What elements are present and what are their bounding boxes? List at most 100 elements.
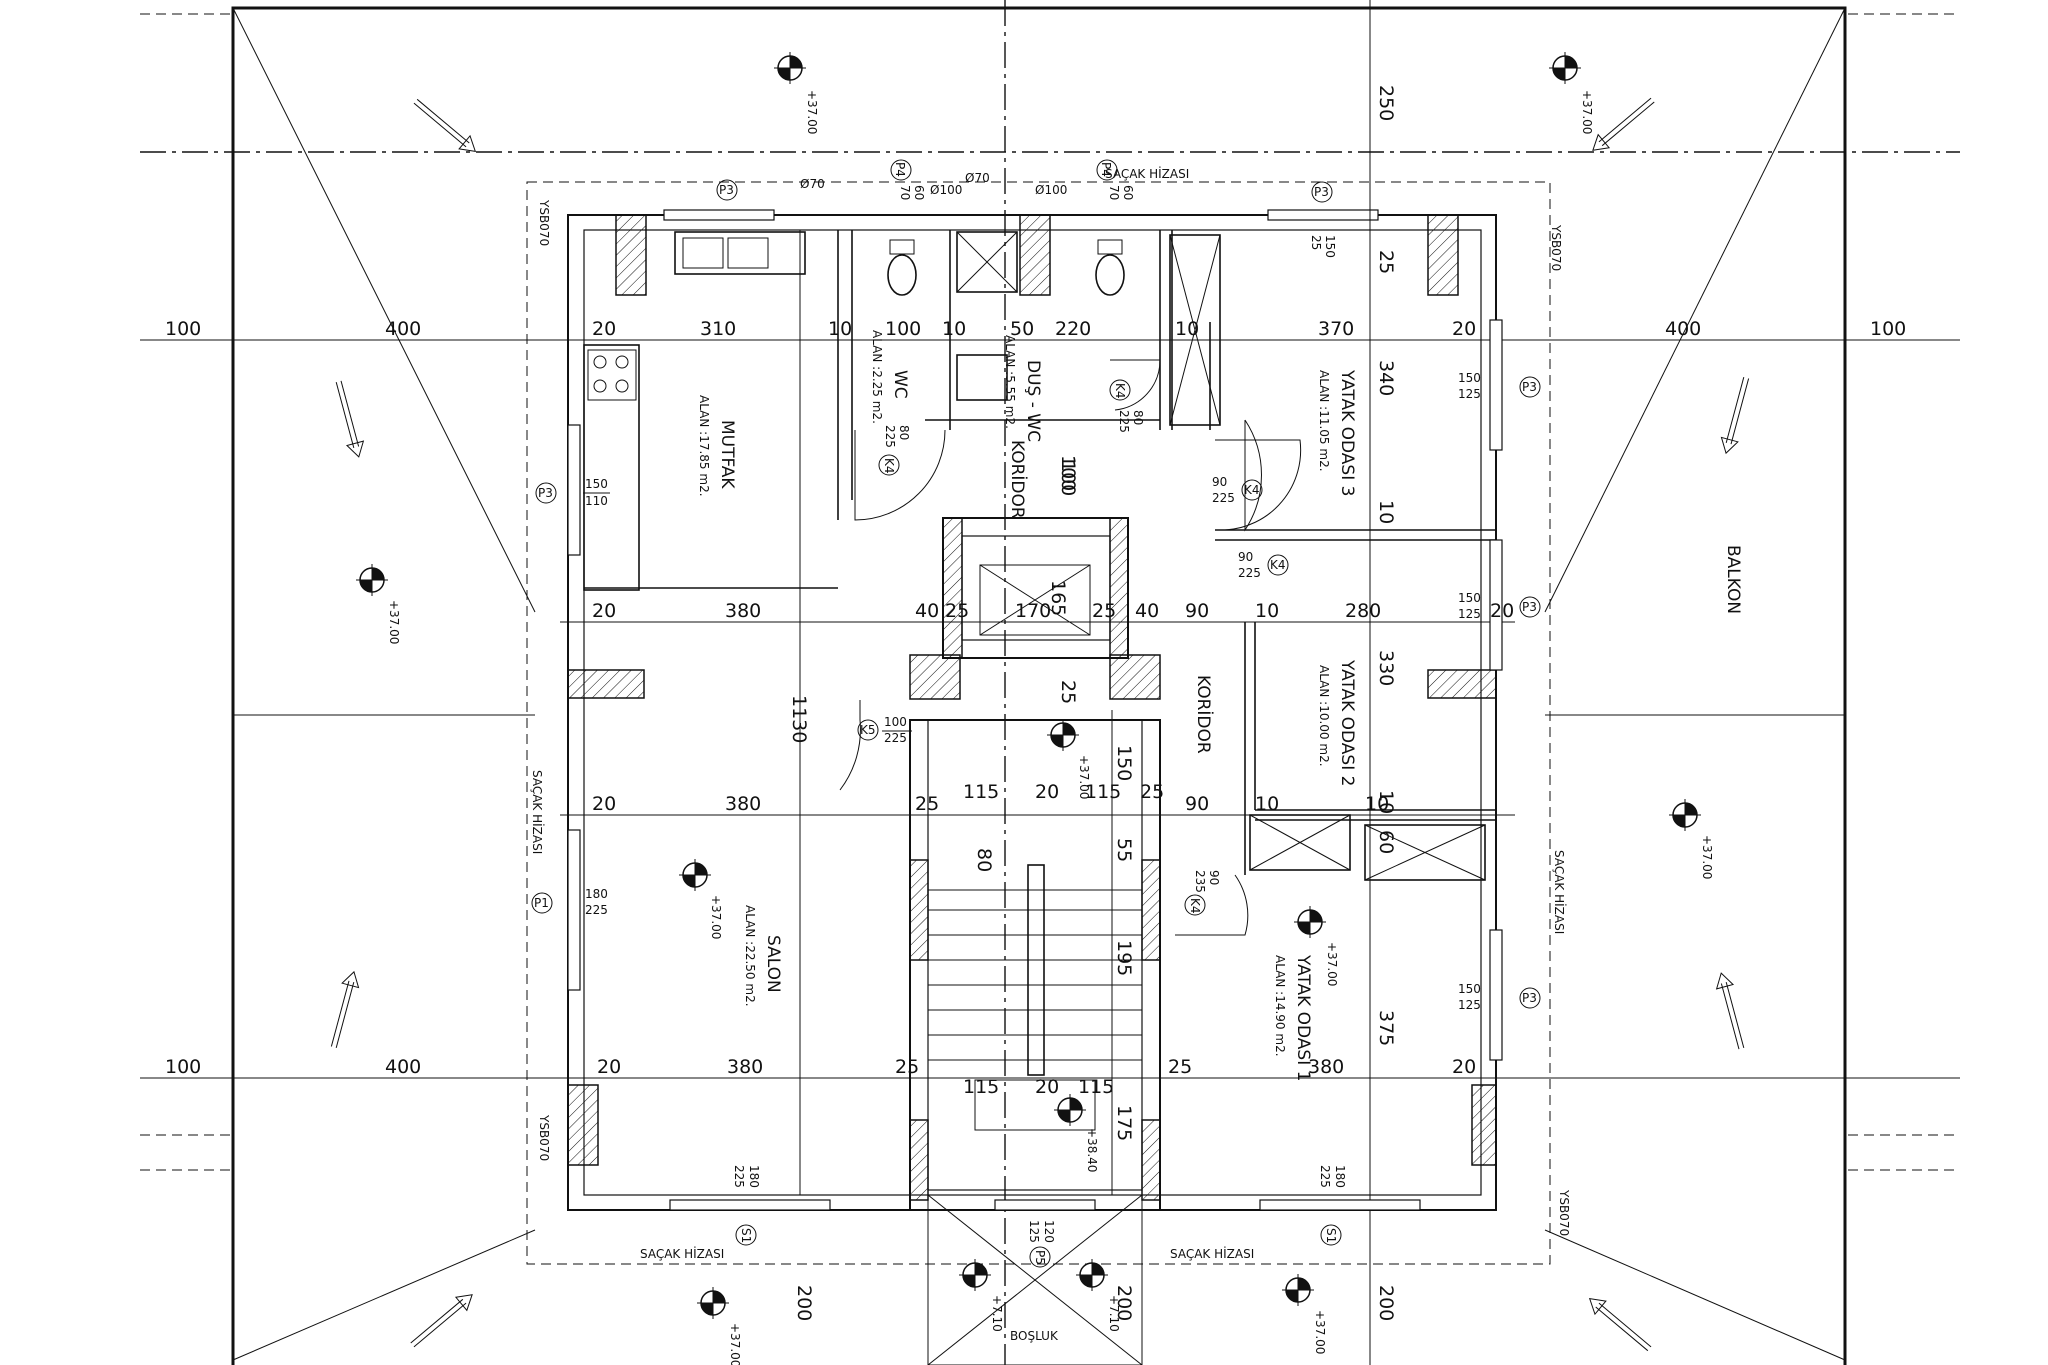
dim-label: 150 (1113, 745, 1135, 781)
dim-label: 375 (1375, 1010, 1397, 1046)
elevation-label: +37.00 (1077, 755, 1091, 799)
opening-size: 90 (1207, 870, 1221, 885)
dim-label: 20 (1490, 600, 1514, 622)
opening-size: 150 (1458, 982, 1481, 996)
opening-tag: P3 (1314, 185, 1329, 199)
dimension-row-3: 20 380 25 115 20 115 25 90 10 10 (592, 781, 1389, 815)
dim-label: 10 (828, 318, 852, 340)
opening-size: 125 (1027, 1220, 1041, 1243)
dim-label: 200 (1375, 1285, 1397, 1321)
dim-label: 400 (385, 1056, 421, 1078)
roof-outline (231, 0, 1847, 1365)
opening-tag: P3 (538, 486, 553, 500)
opening-size: 180 (1333, 1165, 1347, 1188)
dim-label: 25 (1092, 600, 1116, 622)
opening-tag: P4 (893, 162, 907, 177)
opening-size: 225 (1318, 1165, 1332, 1188)
opening-tag: P3 (1522, 991, 1537, 1005)
eaves-label: SAÇAK HİZASI (1105, 166, 1189, 181)
room-area-yatak-3: ALAN :11.05 m2. (1317, 370, 1331, 472)
room-name-koridor-2: KORİDOR (1193, 675, 1214, 754)
columns (567, 214, 1497, 1201)
dim-label: 175 (1113, 1105, 1135, 1141)
dim-label: 10 (1255, 793, 1279, 815)
dim-label: 200 (793, 1285, 815, 1321)
dim-label: 40 (915, 600, 939, 622)
eaves-labels: SAÇAK HİZASI SAÇAK HİZASI SAÇAK HİZASI S… (530, 166, 1571, 1261)
opening-size: 225 (1212, 491, 1235, 505)
dim-label: 20 (592, 793, 616, 815)
dim-label: 20 (592, 318, 616, 340)
opening-size: 150 (1458, 371, 1481, 385)
dim-label: 20 (592, 600, 616, 622)
opening-size: 90 (1238, 550, 1253, 564)
dim-label: 55 (1113, 838, 1135, 862)
opening-size: 150 (585, 477, 608, 491)
opening-tag: P5 (1033, 1250, 1047, 1265)
elevation-label: +37.00 (1700, 835, 1714, 879)
dim-label: 100 (1057, 455, 1079, 491)
dim-label: 380 (1308, 1056, 1344, 1078)
opening-size: 25 (1309, 235, 1323, 250)
dim-label: 170 (1015, 600, 1051, 622)
opening-tag: K4 (1113, 383, 1127, 399)
dim-label: 25 (1375, 250, 1397, 274)
opening-tag: K4 (1244, 483, 1260, 497)
dim-label: 400 (385, 318, 421, 340)
room-name-koridor: KORİDOR (1007, 440, 1028, 519)
opening-size: 125 (1458, 387, 1481, 401)
opening-tag: S1 (1324, 1228, 1338, 1243)
opening-tags: P3 P3 150 25 P4 60 70 P4 60 70 Ø70 Ø70 Ø… (531, 159, 1541, 1268)
dim-label: 100 (1057, 460, 1079, 496)
elevation-labels: +37.00 +37.00 +37.00 +37.00 +37.00 +37.0… (387, 90, 1714, 1365)
dim-label: 195 (1113, 940, 1135, 976)
opening-size: 90 (1212, 475, 1227, 489)
opening-tag: P1 (534, 896, 549, 910)
opening-size: 150 (1458, 591, 1481, 605)
vertical-dimensions: 250 25 340 10 330 10 60 375 100 165 150 … (788, 85, 1397, 1321)
elevation-label: +37.00 (1313, 1310, 1327, 1354)
room-area-yatak-1: ALAN :14.90 m2. (1273, 955, 1287, 1057)
ysb-label: YSB070 (537, 1114, 551, 1161)
opening-size: 80 (1131, 410, 1145, 425)
ysb-label: YSB070 (537, 199, 551, 246)
dim-label: 25 (1140, 781, 1164, 803)
dim-label: 100 (885, 318, 921, 340)
elevation-label: +7.10 (1107, 1295, 1121, 1332)
dim-label: 10 (942, 318, 966, 340)
dim-label: 50 (1010, 318, 1034, 340)
opening-size: 70 (898, 185, 912, 200)
dim-label: 220 (1055, 318, 1091, 340)
dim-label: 60 (1375, 830, 1397, 854)
dim-label: 115 (963, 781, 999, 803)
dim-label: 115 (1085, 781, 1121, 803)
opening-size: 225 (585, 903, 608, 917)
dim-label: 310 (700, 318, 736, 340)
room-name-dus-wc: DUŞ - WC (1023, 360, 1043, 442)
dim-label: 80 (973, 848, 995, 872)
dim-label: 115 (963, 1076, 999, 1098)
opening-size: 100 (884, 715, 907, 729)
room-name-bosluk: BOŞLUK (1010, 1329, 1059, 1343)
dim-label: 10 (1375, 790, 1397, 814)
opening-tag: P4 (1099, 162, 1113, 177)
opening-size: 180 (747, 1165, 761, 1188)
opening-size: 120 (1042, 1220, 1056, 1243)
dim-label: 340 (1375, 360, 1397, 396)
elevation-label: +38.40 (1085, 1128, 1099, 1172)
dim-label: 10 (1175, 318, 1199, 340)
axis-lines (140, 0, 1960, 1365)
elevation-label: +37.00 (709, 895, 723, 939)
dim-label: 25 (915, 793, 939, 815)
room-name-yatak-1: YATAK ODASI 1 (1293, 954, 1313, 1081)
eaves-line (526, 181, 1551, 1265)
dim-label: 100 (165, 318, 201, 340)
dim-label: 115 (1078, 1076, 1114, 1098)
opening-tag: P3 (1522, 600, 1537, 614)
dim-label: 25 (1057, 680, 1079, 704)
dim-label: 25 (945, 600, 969, 622)
opening-size: 110 (585, 494, 608, 508)
opening-size: 150 (1323, 235, 1337, 258)
dim-label: 380 (725, 793, 761, 815)
